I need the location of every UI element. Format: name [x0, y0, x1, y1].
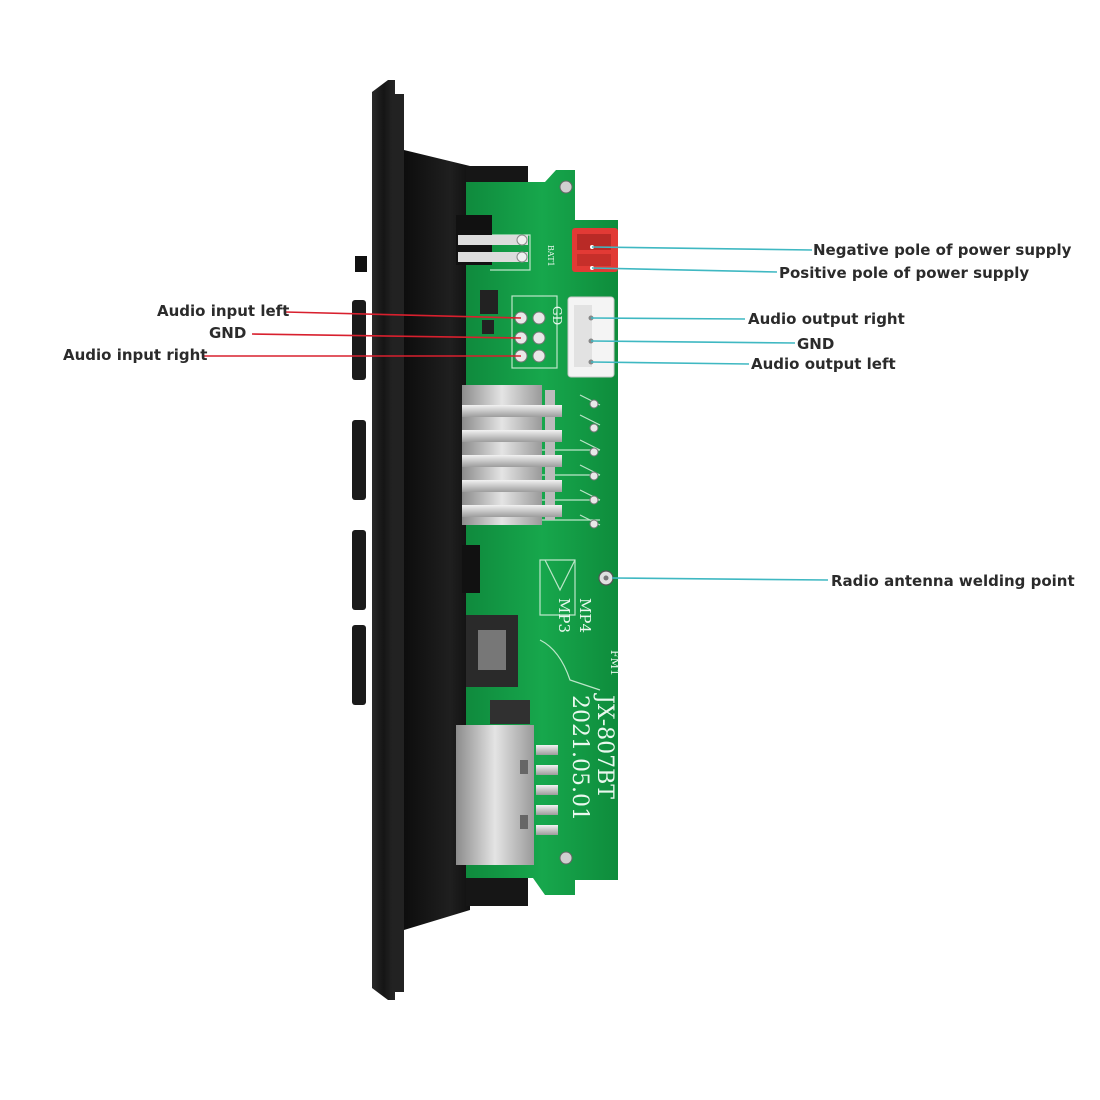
- leader-lines-red: [202, 311, 522, 357]
- leader-lines-cyan: [590, 246, 829, 581]
- silk-fm: FM1: [608, 650, 621, 676]
- leader-antenna: [611, 577, 829, 581]
- mic-and-switch: [462, 545, 530, 724]
- bat-pads: [456, 215, 528, 265]
- silk-gd: GD: [550, 306, 564, 325]
- front-panel: [352, 80, 404, 1000]
- label-audio-output-left: Audio output left: [751, 355, 896, 373]
- silk-mp3: MP3: [555, 598, 573, 633]
- usb-port-top: [462, 385, 599, 529]
- label-audio-input-right: Audio input right: [63, 346, 208, 364]
- silk-bat: BAT1: [546, 245, 555, 267]
- leader-gnd-output: [590, 340, 796, 344]
- leader-positive: [591, 267, 778, 273]
- silkscreen-text: JX-807BT 2021.05.01 MP4 MP3 FM1 GD BAT1: [546, 245, 621, 821]
- label-audio-input-left: Audio input left: [157, 302, 290, 320]
- leader-output-right: [590, 317, 746, 320]
- label-positive-pole: Positive pole of power supply: [779, 264, 1030, 282]
- antenna-pad: [598, 570, 614, 586]
- silk-date: 2021.05.01: [567, 695, 592, 821]
- leader-gnd-input: [251, 333, 522, 339]
- label-audio-output-right: Audio output right: [748, 310, 905, 328]
- label-gnd-output: GND: [797, 335, 835, 353]
- silk-mp4: MP4: [576, 598, 594, 633]
- label-negative-pole: Negative pole of power supply: [813, 241, 1072, 259]
- usb-port-bottom: [456, 725, 558, 865]
- label-gnd-input: GND: [209, 324, 247, 342]
- power-connector-red: [572, 228, 618, 272]
- leader-output-left: [590, 361, 750, 365]
- audio-output-connector: [567, 296, 615, 378]
- silk-model: JX-807BT: [592, 693, 617, 799]
- leader-negative: [591, 246, 813, 251]
- label-radio-antenna: Radio antenna welding point: [831, 572, 1075, 590]
- leader-input-left: [284, 311, 522, 319]
